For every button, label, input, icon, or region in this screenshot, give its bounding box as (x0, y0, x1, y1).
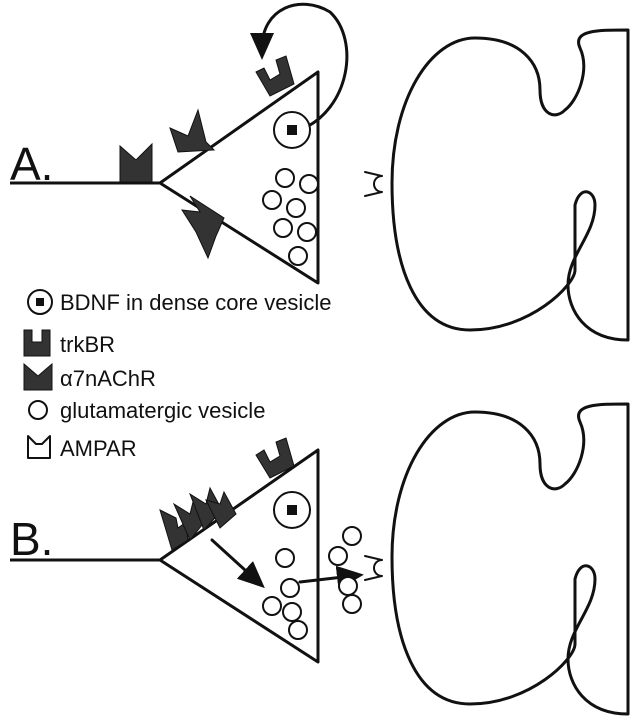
panel-b-released-vesicles (328, 526, 362, 614)
panel-b: B. (10, 402, 630, 716)
panel-a-bdnf-core (287, 125, 297, 135)
panel-a-trkbr-receptor (255, 55, 295, 97)
panel-b-vesicle (288, 620, 308, 640)
panel-b-glutamatergic-vesicles (262, 548, 308, 640)
panel-b-a7nachr-receptor (188, 486, 223, 531)
panel-a-ampar (364, 171, 383, 197)
panel-b-released-vesicle (338, 576, 358, 596)
panel-a-vesicle (273, 218, 293, 238)
panel-b-trkbr-receptor (255, 437, 295, 479)
legend-item-glutamatergic: glutamatergic vesicle (28, 398, 265, 423)
panel-b-a7nachr-receptor (205, 490, 237, 529)
panel-b-release-arrow (298, 565, 364, 590)
panel-a-autocrine-arrow (250, 2, 349, 132)
legend-item-a7nachr: α7nAChR (23, 362, 156, 391)
panel-b-label: B. (10, 513, 53, 565)
panel-b-released-vesicle (342, 594, 362, 614)
legend-a7nachr-label: α7nAChR (60, 366, 156, 391)
panel-b-presynaptic-terminal (158, 448, 320, 664)
panel-b-released-vesicle (328, 546, 348, 566)
panel-b-a7nachr-cluster (159, 486, 237, 551)
panel-b-ampar (364, 555, 383, 581)
panel-a-a7nachr-receptor-2 (169, 108, 216, 153)
panel-a: A. (10, 2, 630, 342)
legend-item-bdnf: BDNF in dense core vesicle (27, 289, 331, 315)
legend-glutamatergic-vesicle-icon (28, 400, 48, 420)
panel-a-presynaptic-terminal (158, 70, 320, 285)
panel-a-vesicle (299, 174, 319, 194)
panel-b-vesicle (262, 596, 282, 616)
panel-b-vesicle (280, 578, 300, 598)
legend-ampar-icon (27, 435, 51, 459)
legend-item-ampar: AMPAR (27, 435, 137, 461)
legend-bdnf-label: BDNF in dense core vesicle (60, 290, 331, 315)
panel-a-vesicle (297, 222, 317, 242)
legend-item-trkbr: trkBR (23, 329, 115, 357)
panel-b-postsynaptic-spine (390, 402, 630, 716)
panel-b-bdnf-core (287, 505, 297, 515)
panel-a-postsynaptic-spine (390, 28, 630, 342)
panel-a-a7nachr-receptor-1 (119, 142, 153, 183)
legend-trkbr-icon (23, 329, 51, 357)
panel-b-signal-arrow (210, 538, 265, 589)
panel-a-label: A. (10, 138, 53, 190)
panel-a-a7nachr-receptor-3 (181, 195, 225, 260)
panel-a-vesicle (275, 168, 295, 188)
panel-b-vesicle (282, 602, 302, 622)
panel-a-vesicle (262, 190, 282, 210)
legend-bdnf-core-icon (36, 298, 44, 306)
panel-a-vesicle (288, 246, 308, 266)
legend: BDNF in dense core vesicle trkBR α7nAChR… (23, 289, 331, 461)
panel-b-vesicle (275, 548, 295, 568)
panel-a-glutamatergic-vesicles (262, 168, 319, 266)
legend-trkbr-label: trkBR (60, 332, 115, 357)
panel-a-vesicle (286, 198, 306, 218)
legend-ampar-label: AMPAR (60, 436, 137, 461)
legend-glutamatergic-label: glutamatergic vesicle (60, 398, 265, 423)
panel-b-released-vesicle (342, 526, 362, 546)
legend-a7nachr-icon (23, 362, 53, 391)
